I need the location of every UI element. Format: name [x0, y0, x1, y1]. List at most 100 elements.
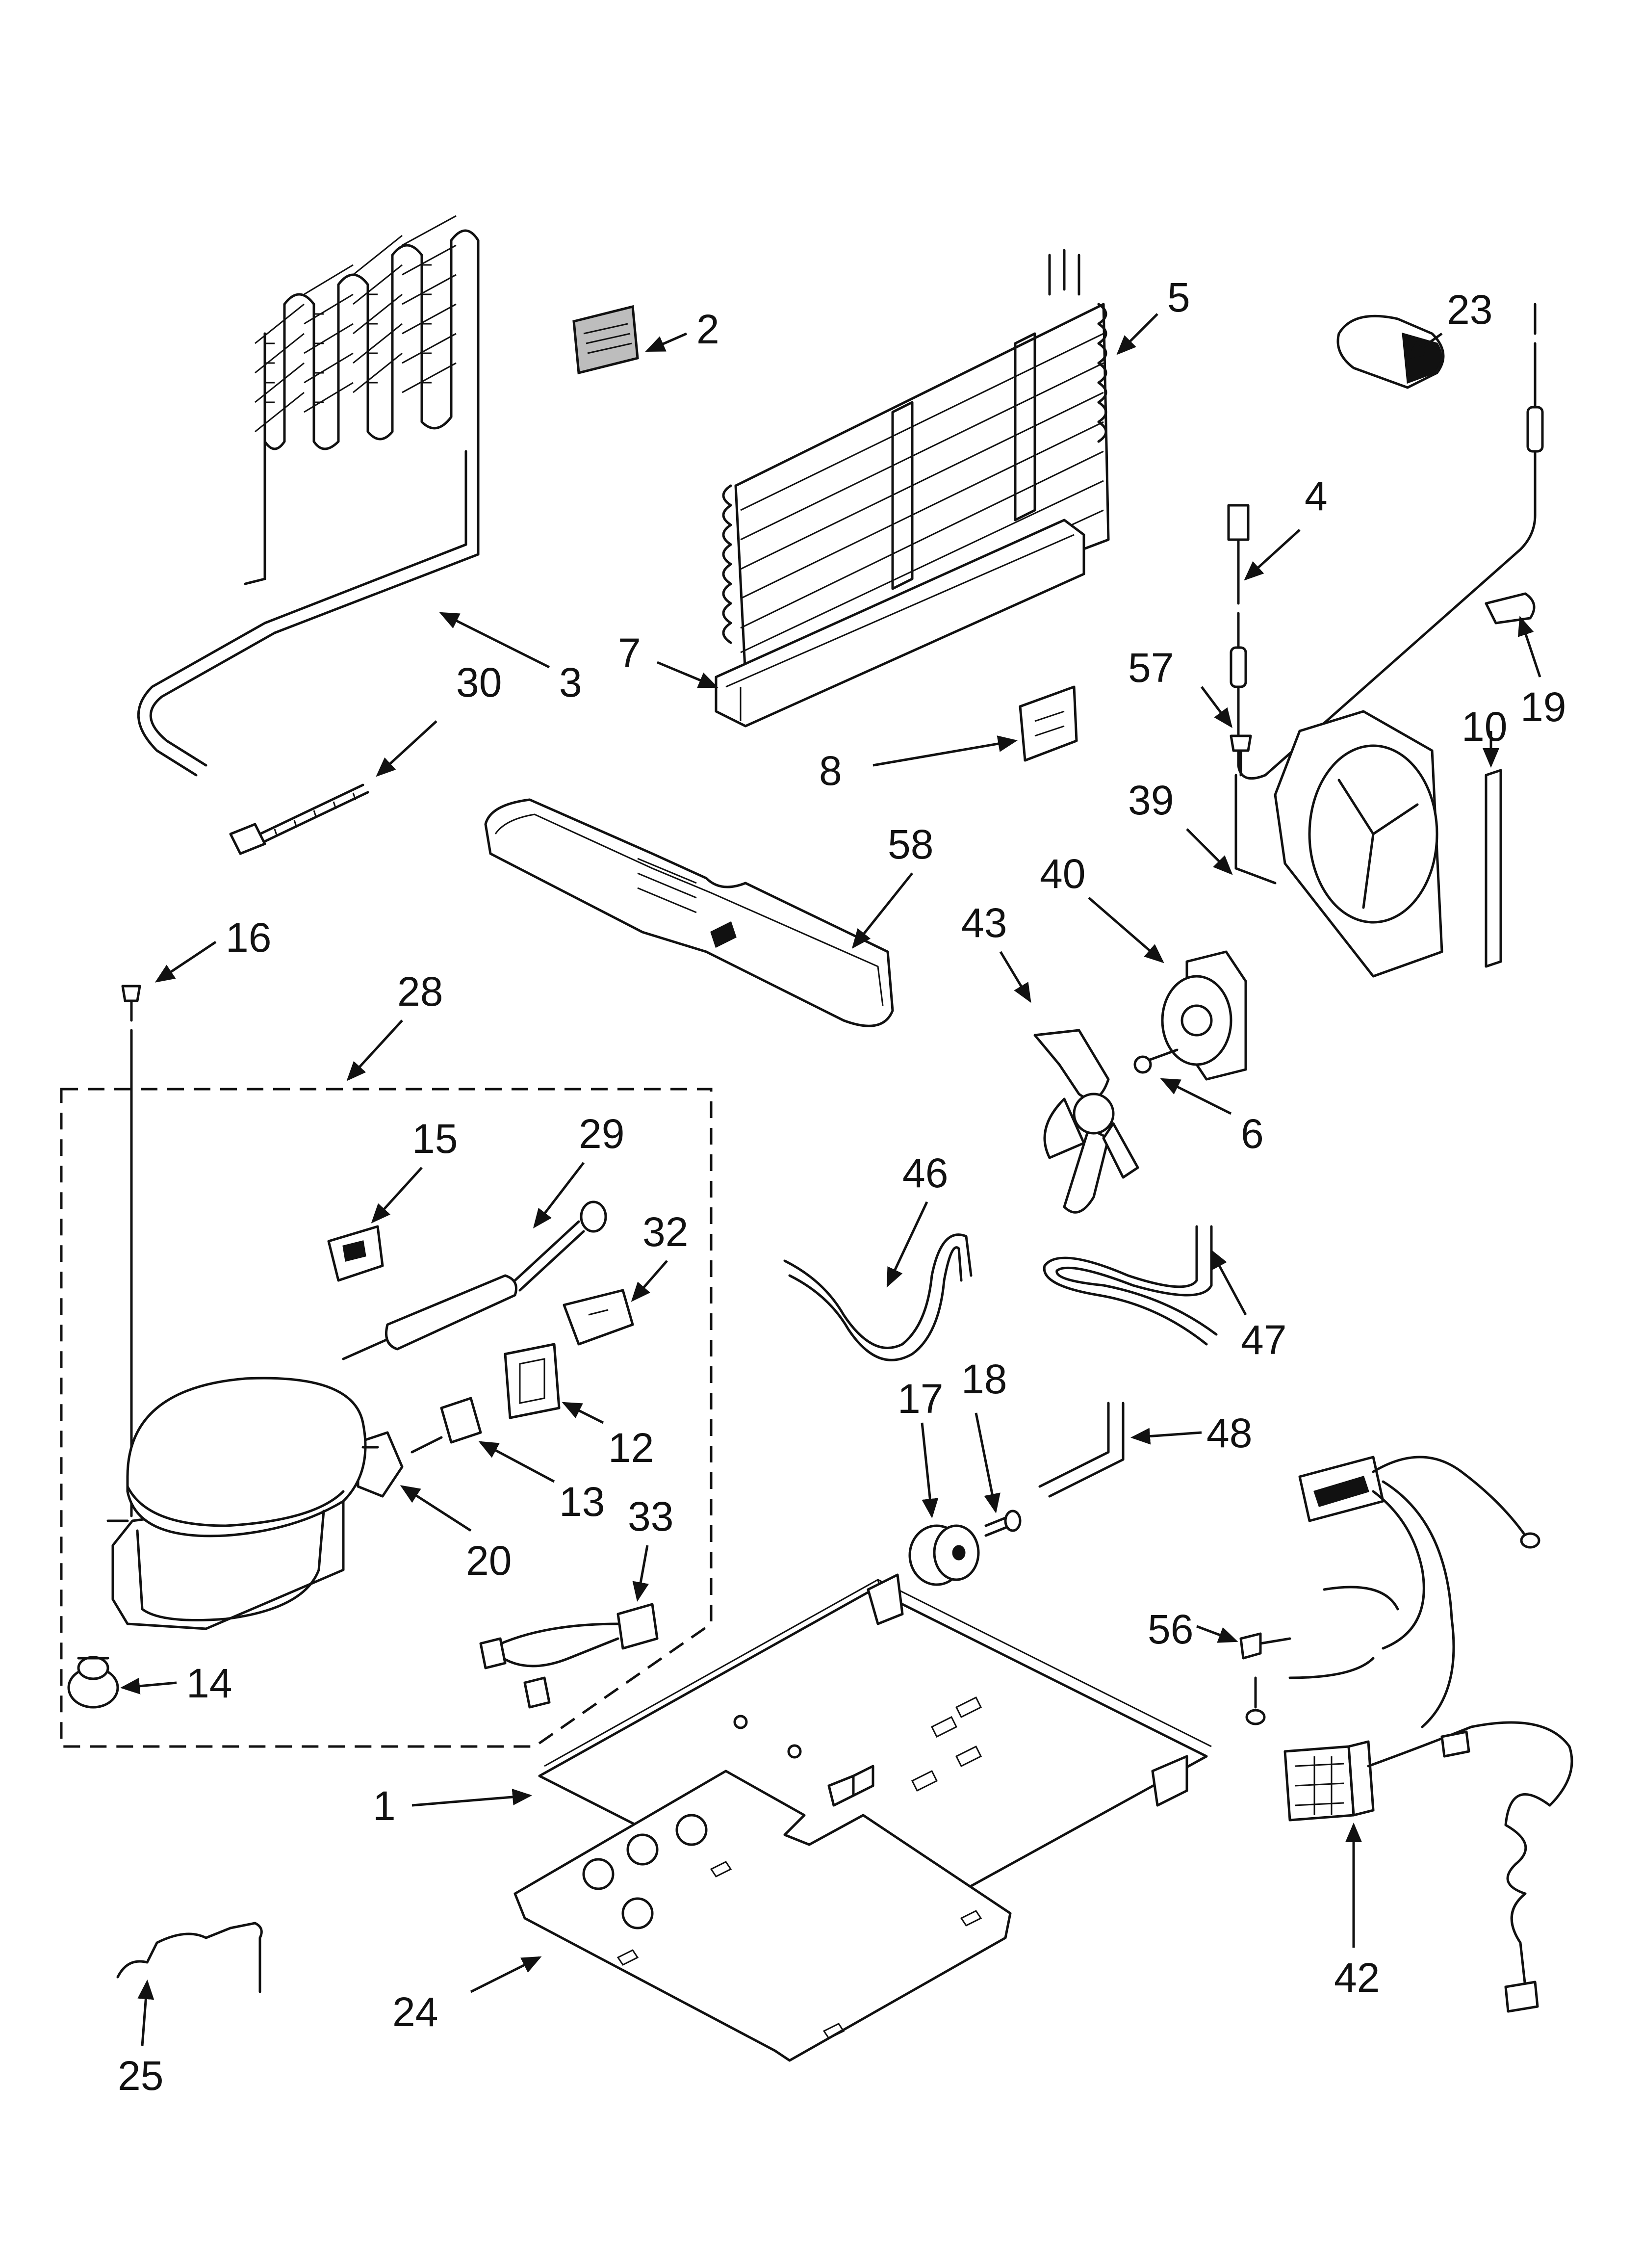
leader-p6	[1160, 1078, 1232, 1115]
leader-p33	[632, 1545, 649, 1602]
compressor-part	[106, 1377, 379, 1630]
wiring-harness-part	[1283, 1456, 1573, 2013]
leader-p30	[376, 720, 437, 777]
leader-p58	[851, 872, 913, 949]
callout-p4: 4	[1305, 473, 1328, 519]
insulation-part	[513, 1770, 1012, 2062]
grommet-part	[908, 1524, 980, 1586]
leader-p47	[1210, 1249, 1247, 1316]
harness-33-part	[479, 1603, 659, 1709]
leader-p57	[1201, 686, 1232, 728]
leader-p17	[921, 1422, 939, 1518]
leader-p32	[631, 1260, 668, 1302]
callout-p32: 32	[642, 1209, 688, 1255]
wire-bracket-part	[116, 1922, 263, 1993]
callout-p15: 15	[412, 1116, 458, 1162]
fan-motor-part	[1161, 950, 1247, 1081]
callout-p17: 17	[898, 1376, 943, 1422]
tube-47-part	[1043, 1225, 1218, 1346]
leader-p48	[1130, 1428, 1202, 1445]
callout-p47: 47	[1241, 1317, 1286, 1363]
callout-p1: 1	[373, 1783, 396, 1829]
leader-p56	[1196, 1625, 1238, 1643]
callout-p56: 56	[1148, 1606, 1193, 1652]
callout-p14: 14	[186, 1660, 232, 1706]
leader-p13	[478, 1441, 555, 1483]
leader-p15	[371, 1167, 423, 1224]
evaporator-part	[715, 249, 1110, 728]
compressor-group-box	[60, 1088, 713, 1748]
callout-p20: 20	[466, 1538, 512, 1584]
callout-p16: 16	[226, 914, 271, 961]
callout-p28: 28	[397, 968, 443, 1015]
leader-p14	[120, 1677, 177, 1694]
leader-p25	[137, 1980, 154, 2046]
callout-p48: 48	[1206, 1410, 1252, 1456]
fan-blade-part	[1033, 1029, 1139, 1214]
overload-bracket-part	[504, 1343, 561, 1419]
callout-p2: 2	[696, 306, 719, 352]
callout-p3: 3	[559, 659, 582, 705]
leader-p1	[411, 1788, 532, 1807]
leader-p28	[346, 1019, 403, 1081]
callout-p13: 13	[559, 1479, 605, 1525]
callout-p18: 18	[961, 1356, 1007, 1402]
leader-p39	[1186, 828, 1233, 875]
callout-p24: 24	[392, 1989, 438, 2035]
callout-p23: 23	[1447, 287, 1492, 333]
bolt-part	[984, 1510, 1022, 1537]
leader-p43	[999, 951, 1031, 1003]
callout-p33: 33	[628, 1493, 673, 1539]
leader-p8	[872, 735, 1018, 767]
leader-p40	[1088, 897, 1164, 964]
clip-19-part	[1485, 592, 1536, 625]
tube-46-part	[783, 1233, 973, 1361]
relay-part	[327, 1225, 384, 1282]
callout-p42: 42	[1334, 1955, 1380, 2001]
callout-p40: 40	[1040, 851, 1085, 897]
capacitor-part	[563, 1289, 634, 1346]
screw-16-part	[121, 985, 141, 1517]
fan-shroud-part	[1234, 710, 1443, 978]
leader-p3	[439, 612, 550, 669]
leader-p29	[533, 1162, 585, 1228]
grommet-14-part	[67, 1656, 119, 1709]
callout-p57: 57	[1128, 645, 1174, 691]
leader-p19	[1517, 616, 1541, 678]
screw-57-part	[1230, 734, 1252, 777]
callout-p43: 43	[961, 900, 1007, 946]
condenser-coil-part	[137, 215, 480, 777]
callout-p12: 12	[608, 1425, 654, 1471]
callout-p5: 5	[1167, 274, 1190, 320]
callout-p29: 29	[579, 1111, 624, 1157]
leader-p46	[886, 1201, 928, 1288]
callout-labels: 2 5 23 4 3 7 57 19 30 8 10 39 58 40 43 1…	[118, 274, 1566, 2099]
callout-p19: 19	[1520, 684, 1566, 730]
leader-p20	[400, 1485, 472, 1532]
callout-p46: 46	[902, 1150, 948, 1196]
strip-part	[1485, 769, 1502, 968]
tube-48-part	[1038, 1402, 1125, 1498]
leader-lines	[120, 313, 1541, 2046]
leader-p24	[470, 1956, 542, 1993]
cover-part	[1336, 314, 1445, 389]
callout-p8: 8	[819, 748, 842, 794]
drier-part	[342, 1200, 607, 1360]
leader-p12	[562, 1402, 604, 1424]
callout-p6: 6	[1241, 1111, 1264, 1157]
drain-pan-part	[484, 798, 894, 1027]
leader-p7	[657, 661, 718, 688]
screw-56-part	[1239, 1632, 1291, 1725]
leader-p5	[1116, 313, 1158, 355]
callout-p10: 10	[1462, 704, 1507, 750]
callout-p30: 30	[456, 659, 502, 705]
pad-part	[572, 305, 639, 375]
callout-p39: 39	[1128, 777, 1174, 823]
leader-p2	[645, 332, 688, 352]
callout-p58: 58	[888, 821, 933, 867]
clip-13-part	[410, 1397, 482, 1454]
leader-p16	[154, 940, 217, 983]
callout-p25: 25	[118, 2053, 163, 2099]
cable-tie-part	[229, 783, 369, 855]
leader-p18	[975, 1412, 1001, 1513]
